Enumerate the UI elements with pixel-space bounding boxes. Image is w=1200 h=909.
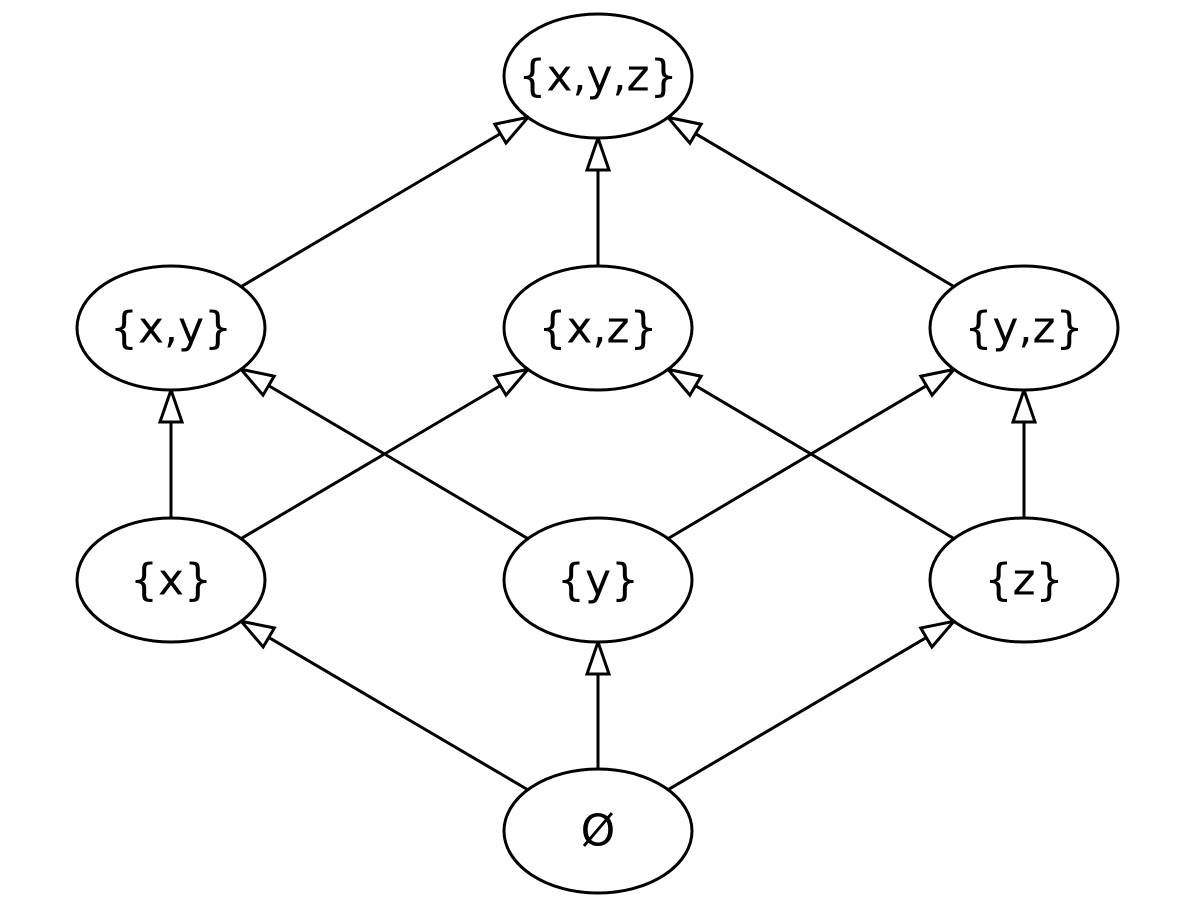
node-label: {z} <box>984 555 1063 606</box>
node-z: {z} <box>928 516 1120 644</box>
edge-x-to-xz <box>240 366 532 540</box>
arrowhead-icon <box>492 366 532 398</box>
edge-xz-to-xyz <box>584 133 612 266</box>
edge-line <box>667 636 928 791</box>
edge-y-to-yz <box>667 367 958 540</box>
edge-z-to-xz <box>664 367 955 540</box>
node-xy: {x,y} <box>75 264 267 392</box>
edge-y-to-xy <box>237 366 529 540</box>
edge-line <box>268 636 529 792</box>
arrowhead-icon <box>237 618 277 650</box>
node-label: {x,y} <box>110 303 232 354</box>
edge-empty-to-x <box>237 618 529 792</box>
node-ellipse <box>502 516 694 644</box>
arrowhead-icon <box>584 133 612 172</box>
edge-empty-to-z <box>667 618 958 791</box>
node-y: {y} <box>502 516 694 644</box>
node-label: {x,z} <box>538 303 657 354</box>
edge-line <box>240 384 502 540</box>
node-ellipse <box>502 12 694 140</box>
edge-xy-to-xyz <box>240 114 532 288</box>
node-label: {y} <box>557 555 639 606</box>
arrowhead-icon <box>237 366 277 398</box>
node-x: {x} <box>75 516 267 644</box>
arrowhead-icon <box>664 115 704 146</box>
arrowhead-icon <box>584 637 612 676</box>
node-empty: Ø <box>502 767 694 895</box>
arrowhead-icon <box>492 114 532 146</box>
node-yz: {y,z} <box>928 264 1120 392</box>
edge-empty-to-y <box>584 637 612 769</box>
node-label: {y,z} <box>964 303 1083 354</box>
edges-layer <box>157 114 1038 792</box>
arrowhead-icon <box>918 367 958 398</box>
arrowhead-icon <box>664 367 704 398</box>
edge-x-to-xy <box>157 385 185 518</box>
arrowhead-icon <box>1010 385 1038 424</box>
edge-line <box>694 384 955 540</box>
node-ellipse <box>928 516 1120 644</box>
edge-z-to-yz <box>1010 385 1038 518</box>
nodes-layer: {x,y,z} {x,y} {x,z} {y,z} {x} {y} {z} Ø <box>75 12 1120 895</box>
node-xz: {x,z} <box>502 264 694 392</box>
node-ellipse <box>502 767 694 895</box>
node-xyz: {x,y,z} <box>502 12 694 140</box>
node-label: {x} <box>130 555 212 606</box>
edge-line <box>267 384 529 540</box>
node-ellipse <box>75 516 267 644</box>
node-label: {x,y,z} <box>518 51 677 102</box>
edge-line <box>694 132 955 288</box>
edge-line <box>240 132 502 288</box>
arrowhead-icon <box>918 618 958 650</box>
node-ellipse <box>502 264 694 392</box>
node-ellipse <box>928 264 1120 392</box>
edge-yz-to-xyz <box>664 115 955 288</box>
edge-line <box>667 384 928 540</box>
arrowhead-icon <box>157 385 185 424</box>
node-label: Ø <box>581 806 616 857</box>
node-ellipse <box>75 264 267 392</box>
